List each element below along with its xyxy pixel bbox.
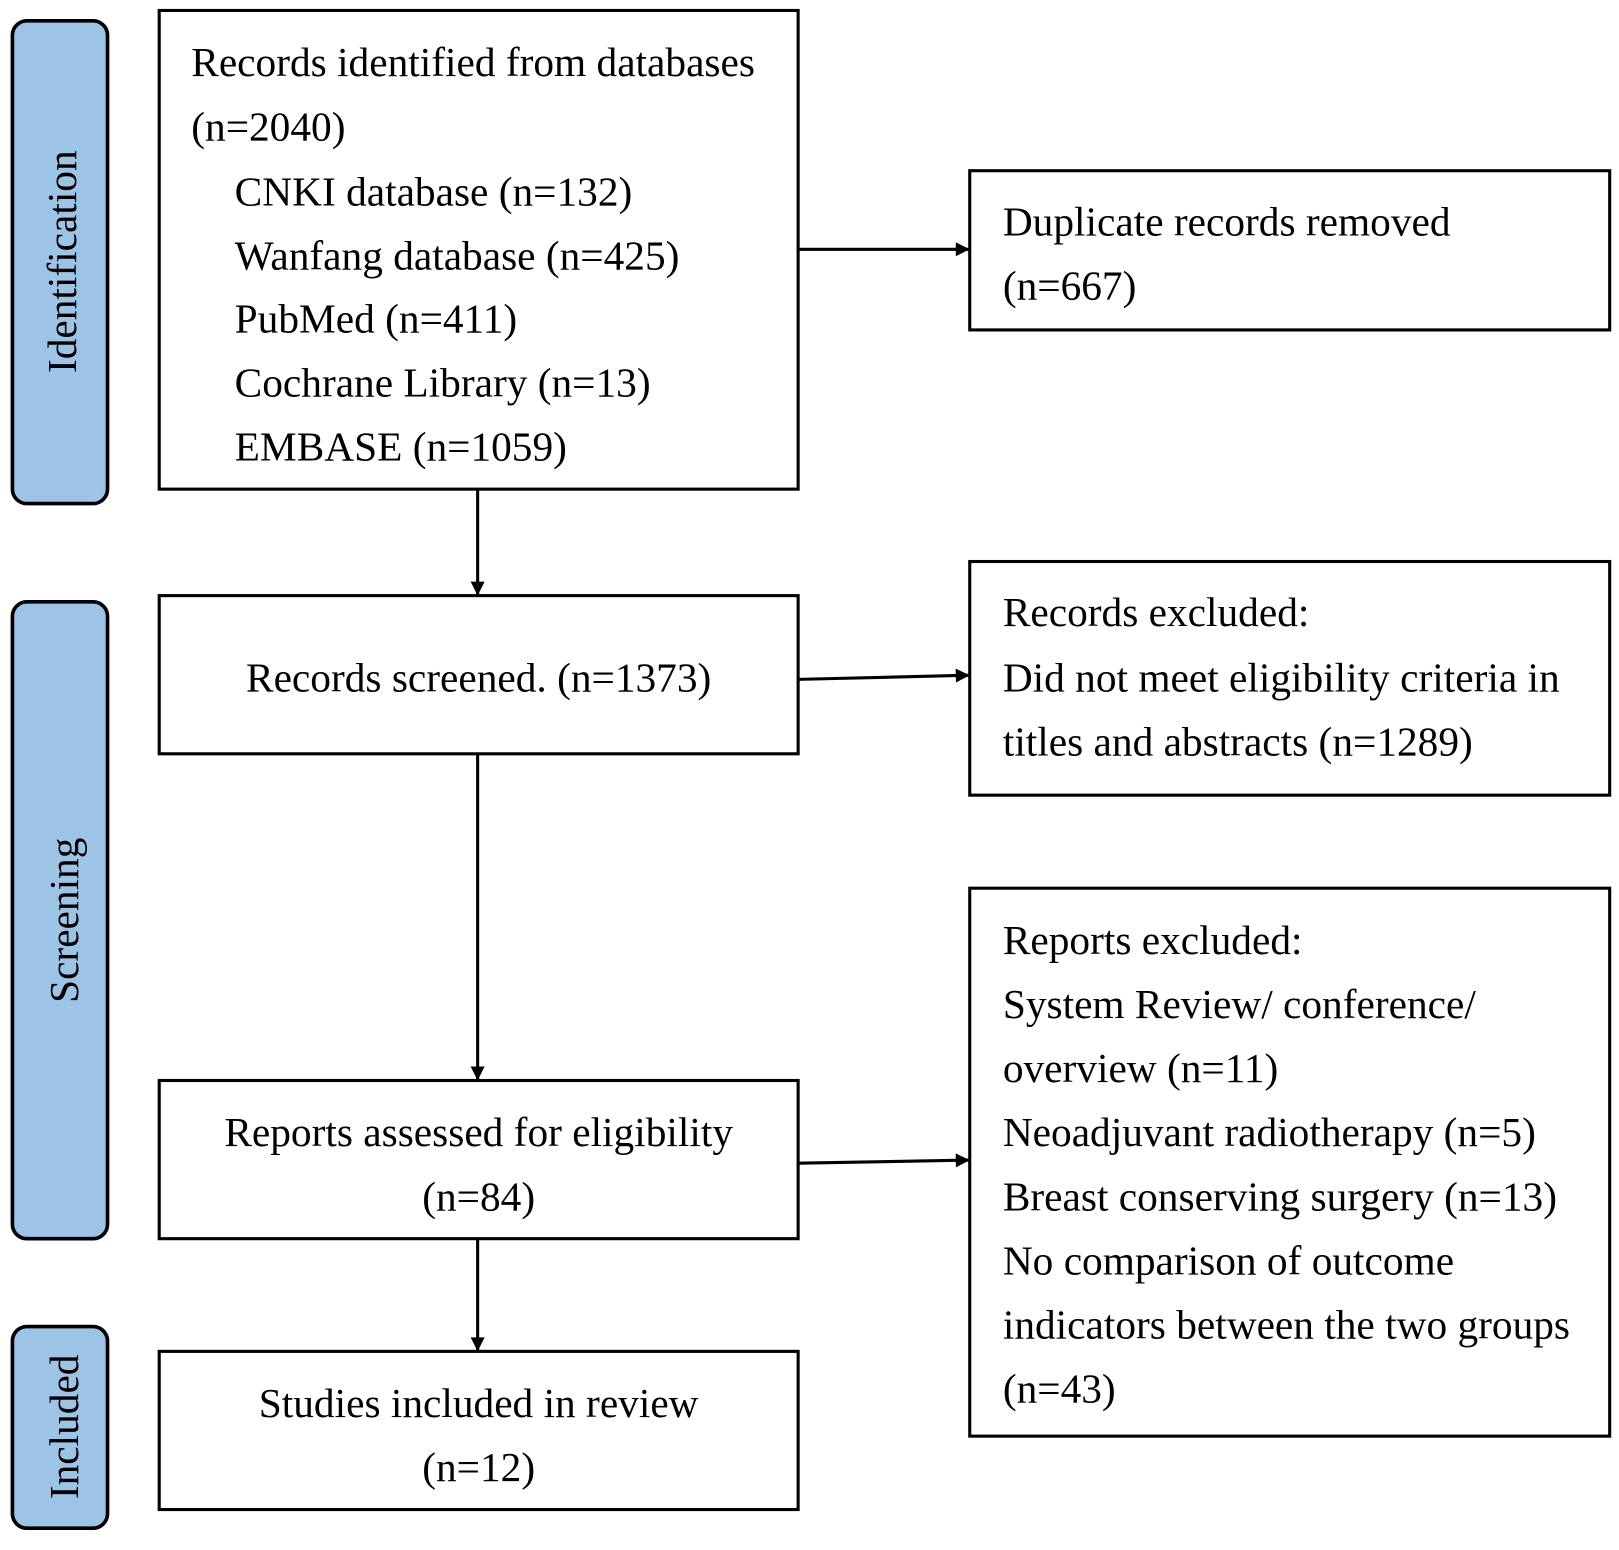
source-embase: EMBASE (n=1059)	[235, 424, 567, 471]
duplicates-removed-count: (n=667)	[1003, 262, 1137, 309]
records-excluded-reason-line2: titles and abstracts (n=1289)	[1003, 718, 1473, 765]
source-pubmed: PubMed (n=411)	[235, 296, 517, 343]
stage-screening-bar	[10, 600, 110, 1241]
studies-included-count: (n=12)	[422, 1444, 535, 1491]
reports-assessed-count: (n=84)	[422, 1173, 535, 1220]
records-excluded-title: Records excluded:	[1003, 589, 1310, 635]
reports-excluded-line: Breast conserving surgery (n=13)	[1003, 1173, 1557, 1220]
records-identified-title: Records identified from databases	[191, 39, 755, 85]
records-screened-text: Records screened. (n=1373)	[246, 654, 711, 701]
stage-identification: Identification	[10, 19, 110, 506]
reports-excluded-line: Neoadjuvant radiotherapy (n=5)	[1003, 1109, 1536, 1156]
records-excluded-box: Records excluded: Did not meet eligibili…	[968, 559, 1612, 797]
reports-excluded-title: Reports excluded:	[1003, 917, 1303, 963]
studies-included-box: Studies included in review (n=12)	[157, 1349, 800, 1512]
reports-excluded-line: No comparison of outcome	[1003, 1237, 1454, 1283]
arrow-screened-to-excluded	[798, 668, 970, 683]
stage-identification-label: Identification	[39, 150, 85, 373]
reports-excluded-line: overview (n=11)	[1003, 1045, 1278, 1092]
reports-excluded-frame	[968, 886, 1612, 1438]
stage-screening: Screening	[10, 600, 110, 1241]
studies-included-title: Studies included in review	[259, 1380, 699, 1426]
stage-screening-label: Screening	[41, 838, 87, 1003]
source-cnki: CNKI database (n=132)	[235, 168, 633, 215]
duplicates-removed-frame	[968, 169, 1612, 332]
records-excluded-frame	[968, 559, 1612, 797]
studies-included-frame	[157, 1349, 800, 1512]
reports-excluded-line: System Review/ conference/	[1003, 981, 1477, 1027]
records-excluded-reason-line1: Did not meet eligibility criteria in	[1003, 654, 1560, 700]
source-cochrane: Cochrane Library (n=13)	[235, 360, 651, 407]
duplicates-removed-box: Duplicate records removed (n=667)	[968, 169, 1612, 332]
records-screened-box: Records screened. (n=1373)	[157, 594, 800, 756]
reports-assessed-title: Reports assessed for eligibility	[224, 1109, 733, 1155]
stage-identification-bar	[10, 19, 110, 506]
records-identified-box: Records identified from databases (n=204…	[157, 8, 800, 491]
arrow-assessed-to-excluded	[798, 1153, 970, 1168]
source-wanfang: Wanfang database (n=425)	[235, 232, 680, 279]
reports-excluded-line: (n=43)	[1003, 1366, 1116, 1413]
reports-excluded-box: Reports excluded: System Review/ confere…	[968, 886, 1612, 1438]
stage-included: Included	[10, 1324, 110, 1530]
reports-excluded-line: indicators between the two groups	[1003, 1301, 1570, 1347]
stage-included-bar	[10, 1324, 110, 1530]
stage-included-label: Included	[41, 1354, 87, 1499]
duplicates-removed-title: Duplicate records removed	[1003, 198, 1451, 244]
records-identified-count: (n=2040)	[191, 103, 345, 150]
reports-assessed-box: Reports assessed for eligibility (n=84)	[157, 1078, 800, 1241]
